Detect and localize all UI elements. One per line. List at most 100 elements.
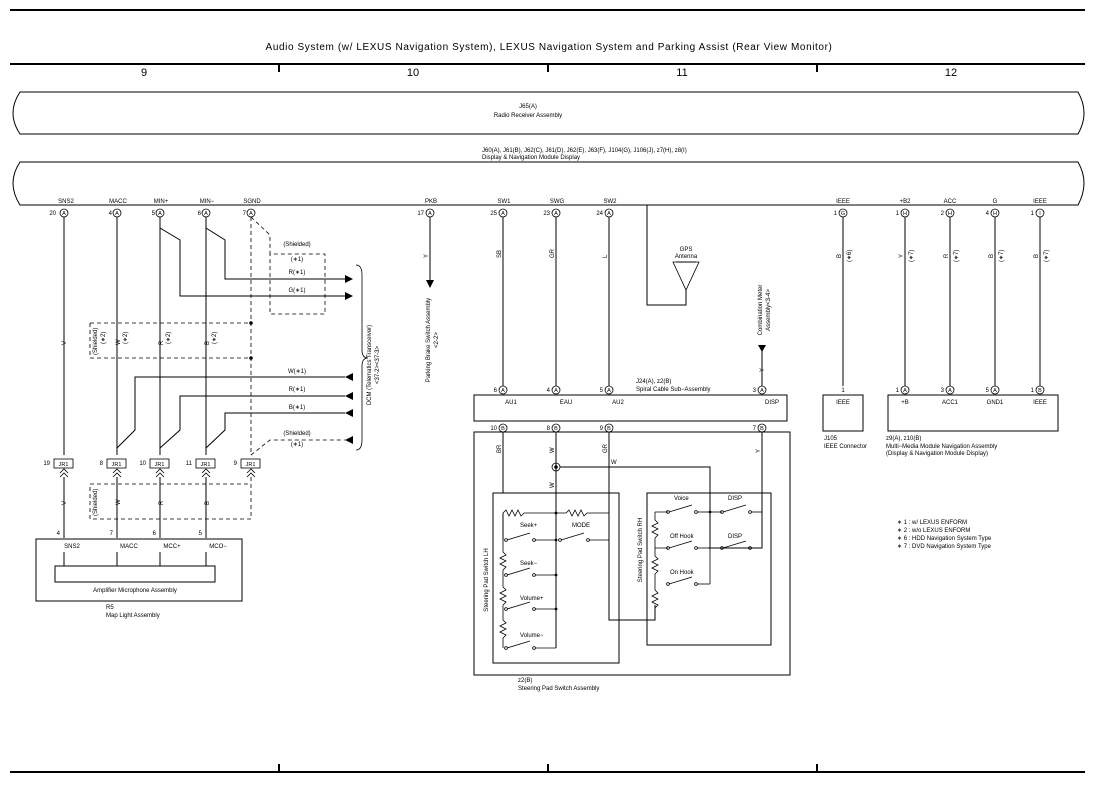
svg-text:A: A bbox=[760, 388, 764, 394]
svg-text:A: A bbox=[607, 388, 611, 394]
svg-text:10: 10 bbox=[490, 426, 497, 432]
svg-text:Y: Y bbox=[760, 368, 766, 372]
svg-text:Seek+: Seek+ bbox=[520, 523, 538, 529]
column-number: 11 bbox=[676, 67, 687, 79]
column-number: 9 bbox=[141, 67, 147, 79]
svg-text:ACC: ACC bbox=[944, 199, 957, 205]
svg-text:JR1: JR1 bbox=[246, 462, 256, 468]
svg-text:B: B bbox=[205, 501, 211, 505]
svg-text:A: A bbox=[501, 211, 505, 217]
svg-text:4: 4 bbox=[547, 388, 551, 394]
svg-text:10: 10 bbox=[139, 461, 146, 467]
svg-text:IEEE: IEEE bbox=[1033, 199, 1047, 205]
svg-text:A: A bbox=[249, 211, 253, 217]
svg-text:L: L bbox=[603, 254, 609, 258]
svg-text:B(∗1): B(∗1) bbox=[289, 405, 305, 411]
svg-text:SNS2: SNS2 bbox=[64, 544, 80, 550]
svg-text:SGND: SGND bbox=[243, 199, 261, 205]
svg-text:GPS: GPS bbox=[680, 247, 693, 253]
svg-text:On Hook: On Hook bbox=[670, 570, 695, 576]
svg-text:B: B bbox=[607, 426, 611, 432]
svg-text:(Shielded): (Shielded) bbox=[93, 328, 99, 355]
svg-text:A: A bbox=[993, 388, 997, 394]
svg-text:(Display & Navigation Module D: (Display & Navigation Module Display) bbox=[886, 451, 988, 457]
svg-text:17: 17 bbox=[417, 211, 424, 217]
svg-text:B: B bbox=[760, 426, 764, 432]
svg-text:5: 5 bbox=[986, 388, 990, 394]
svg-text:Y: Y bbox=[424, 254, 430, 258]
svg-text:R(∗1): R(∗1) bbox=[289, 387, 306, 393]
svg-text:A: A bbox=[948, 388, 952, 394]
svg-text:Off Hook: Off Hook bbox=[670, 534, 695, 540]
svg-text:25: 25 bbox=[490, 211, 497, 217]
svg-text:8: 8 bbox=[100, 461, 104, 467]
svg-text:B: B bbox=[989, 254, 995, 258]
svg-text:(∗7): (∗7) bbox=[954, 250, 960, 262]
svg-text:6: 6 bbox=[198, 211, 202, 217]
svg-text:3: 3 bbox=[941, 388, 945, 394]
svg-text:SW2: SW2 bbox=[603, 199, 617, 205]
svg-text:Map Light Assembly: Map Light Assembly bbox=[106, 613, 160, 619]
svg-text:H: H bbox=[993, 211, 997, 217]
svg-text:J24(A), z2(B): J24(A), z2(B) bbox=[636, 379, 671, 385]
svg-text:5: 5 bbox=[199, 531, 203, 537]
svg-text:SB: SB bbox=[497, 250, 503, 258]
column-number: 10 bbox=[407, 67, 419, 79]
svg-text:Multi−Media Module Navigation: Multi−Media Module Navigation Assembly bbox=[886, 444, 997, 450]
svg-text:19: 19 bbox=[43, 461, 50, 467]
ieee-and-multimedia-wiring: B (∗6) Y (∗7) R (∗7) B (∗7) B (∗7) bbox=[837, 217, 1050, 386]
svg-text:V: V bbox=[62, 341, 68, 345]
svg-text:z2(B): z2(B) bbox=[518, 678, 532, 684]
svg-text:(∗6): (∗6) bbox=[847, 250, 853, 262]
display-navigation-module bbox=[12, 161, 1085, 206]
svg-text:A: A bbox=[554, 211, 558, 217]
ieee-connector: 1 IEEE J105 IEEE Connector bbox=[822, 388, 867, 450]
svg-text:23: 23 bbox=[543, 211, 550, 217]
svg-text:∗ 1 : w/ LEXUS ENFORM: ∗ 1 : w/ LEXUS ENFORM bbox=[897, 520, 967, 526]
svg-text:BR: BR bbox=[497, 444, 503, 453]
svg-text:GND1: GND1 bbox=[987, 400, 1004, 406]
svg-text:R: R bbox=[944, 253, 950, 258]
svg-text:Volume+: Volume+ bbox=[520, 596, 544, 602]
svg-text:H: H bbox=[948, 211, 952, 217]
svg-text:JR1: JR1 bbox=[59, 462, 69, 468]
svg-text:6: 6 bbox=[153, 531, 157, 537]
svg-text:(∗1): (∗1) bbox=[291, 442, 303, 448]
svg-text:24: 24 bbox=[596, 211, 603, 217]
svg-text:Y: Y bbox=[756, 449, 762, 453]
svg-text:A: A bbox=[115, 211, 119, 217]
svg-text:Assembly<3-4>: Assembly<3-4> bbox=[766, 289, 772, 331]
svg-text:W: W bbox=[550, 447, 556, 453]
svg-text:Y: Y bbox=[899, 254, 905, 258]
steering-wiring: SB GR L GPS Antenna Y Combination Meter … bbox=[497, 205, 772, 386]
svg-text:11: 11 bbox=[186, 461, 193, 467]
svg-text:IEEE: IEEE bbox=[1033, 400, 1047, 406]
multimedia-module: 1 A 3 A 5 A 1 B +B ACC1 GND1 IEEE z9(A),… bbox=[886, 385, 1059, 457]
svg-text:9: 9 bbox=[234, 461, 238, 467]
svg-text:1: 1 bbox=[896, 388, 900, 394]
svg-text:A: A bbox=[428, 211, 432, 217]
svg-text:J65(A): J65(A) bbox=[519, 104, 537, 110]
svg-text:SWG: SWG bbox=[550, 199, 565, 205]
svg-text:AU1: AU1 bbox=[505, 400, 517, 406]
svg-text:7: 7 bbox=[110, 531, 114, 537]
notes: ∗ 1 : w/ LEXUS ENFORM ∗ 2 : w/o LEXUS EN… bbox=[897, 520, 992, 550]
svg-text:Volume−: Volume− bbox=[520, 633, 544, 639]
svg-text:R5: R5 bbox=[106, 605, 114, 611]
svg-text:(Shielded): (Shielded) bbox=[283, 431, 310, 437]
svg-text:I: I bbox=[1039, 211, 1041, 217]
svg-text:1: 1 bbox=[834, 211, 838, 217]
svg-text:Spiral Cable Sub−Assembly: Spiral Cable Sub−Assembly bbox=[636, 387, 711, 393]
svg-text:4: 4 bbox=[109, 211, 113, 217]
svg-text:(∗2): (∗2) bbox=[123, 332, 129, 344]
svg-text:V: V bbox=[62, 501, 68, 505]
svg-text:∗ 6 : HDD Navigation System Ty: ∗ 6 : HDD Navigation System Type bbox=[897, 536, 992, 542]
svg-text:A: A bbox=[204, 211, 208, 217]
svg-text:1: 1 bbox=[896, 211, 900, 217]
svg-text:4: 4 bbox=[986, 211, 990, 217]
svg-text:Voice: Voice bbox=[674, 496, 689, 502]
svg-text:4: 4 bbox=[57, 531, 61, 537]
svg-text:∗ 2 : w/o LEXUS ENFORM: ∗ 2 : w/o LEXUS ENFORM bbox=[897, 528, 970, 534]
svg-text:W: W bbox=[550, 482, 556, 488]
